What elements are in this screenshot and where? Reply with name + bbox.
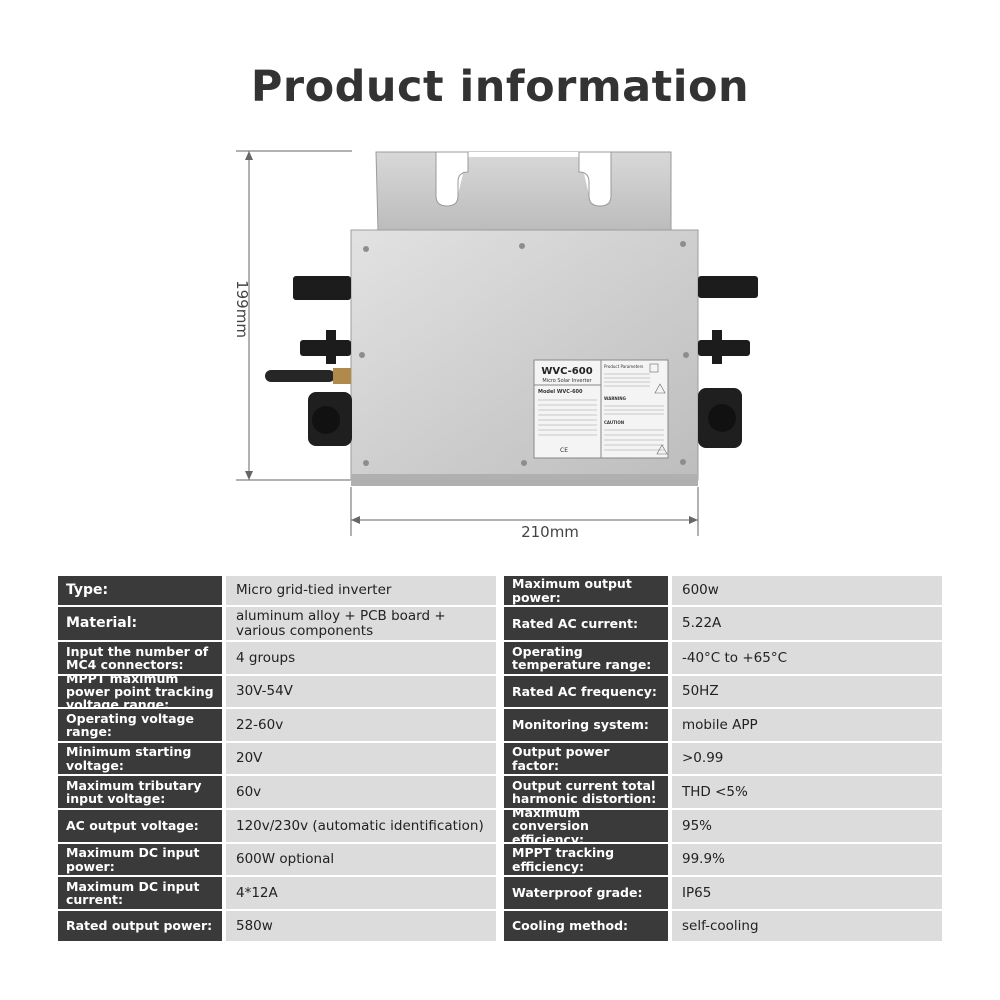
spec-value: THD <5%: [672, 776, 942, 808]
spec-value: self-cooling: [672, 911, 942, 941]
spec-value: mobile APP: [672, 709, 942, 741]
spec-value: 60v: [226, 776, 496, 808]
label-model-line: Model WVC-600: [538, 389, 583, 395]
spec-value: -40°C to +65°C: [672, 642, 942, 674]
label-params-heading: Product Parameters: [604, 364, 643, 369]
spec-label: Maximum DC input current:: [58, 877, 222, 909]
page-title: Product information: [250, 62, 750, 112]
spec-value: 5.22A: [672, 607, 942, 640]
spec-value: 120v/230v (automatic identification): [226, 810, 496, 842]
spec-value: >0.99: [672, 743, 942, 774]
ac-output-plug-left: [308, 392, 352, 446]
spec-label: Maximum output power:: [504, 576, 668, 605]
ce-mark: CE: [560, 447, 568, 454]
spec-label: Minimum starting voltage:: [58, 743, 222, 774]
spec-value: 22-60v: [226, 709, 496, 741]
spec-value: 4 groups: [226, 642, 496, 674]
spec-label: Output current total harmonic distortion…: [504, 776, 668, 808]
label-caution: CAUTION: [604, 420, 624, 425]
spec-label: Cooling method:: [504, 911, 668, 941]
product-image: WVC-600 Micro Solar Inverter Model WVC-6…: [236, 150, 758, 536]
spec-label: Material:: [58, 607, 222, 640]
spec-value: 95%: [672, 810, 942, 842]
spec-label: AC output voltage:: [58, 810, 222, 842]
spec-label: Type:: [58, 576, 222, 605]
spec-value: IP65: [672, 877, 942, 909]
spec-label: Maximum tributary input voltage:: [58, 776, 222, 808]
spec-value: 30V-54V: [226, 676, 496, 707]
spec-value: 600w: [672, 576, 942, 605]
spec-value: 20V: [226, 743, 496, 774]
width-dimension: 210mm: [521, 523, 579, 541]
spec-label: Waterproof grade:: [504, 877, 668, 909]
spec-value: 99.9%: [672, 844, 942, 875]
warning-triangle-icon: [656, 444, 668, 455]
spec-value: 600W optional: [226, 844, 496, 875]
mc4-connectors-left: [293, 276, 351, 364]
warning-triangle-icon: [654, 383, 666, 394]
spec-label: Operating voltage range:: [58, 709, 222, 741]
label-warning: WARNING: [604, 396, 626, 401]
spec-value: 50HZ: [672, 676, 942, 707]
spec-label: Monitoring system:: [504, 709, 668, 741]
spec-label: Maximum DC input power:: [58, 844, 222, 875]
spec-label: Output power factor:: [504, 743, 668, 774]
spec-label: Operating temperature range:: [504, 642, 668, 674]
label-symbol-icon: [649, 363, 659, 373]
spec-label: MPPT tracking efficiency:: [504, 844, 668, 875]
spec-value: 580w: [226, 911, 496, 941]
mc4-connectors-right: [698, 276, 758, 364]
label-model-title: WVC-600: [541, 366, 592, 377]
spec-value: Micro grid-tied inverter: [226, 576, 496, 605]
spec-label: Maximum conversion efficiency:: [504, 810, 668, 842]
antenna: [265, 368, 351, 384]
label-subtitle: Micro Solar Inverter: [542, 378, 592, 384]
spec-label: MPPT maximum power point tracking voltag…: [58, 676, 222, 707]
spec-label: Rated AC current:: [504, 607, 668, 640]
spec-value: 4*12A: [226, 877, 496, 909]
spec-label: Input the number of MC4 connectors:: [58, 642, 222, 674]
spec-label: Rated AC frequency:: [504, 676, 668, 707]
ac-output-plug-right: [698, 388, 742, 448]
dimension-lines: [236, 150, 699, 536]
spec-value: aluminum alloy + PCB board + various com…: [226, 607, 496, 640]
spec-label: Rated output power:: [58, 911, 222, 941]
